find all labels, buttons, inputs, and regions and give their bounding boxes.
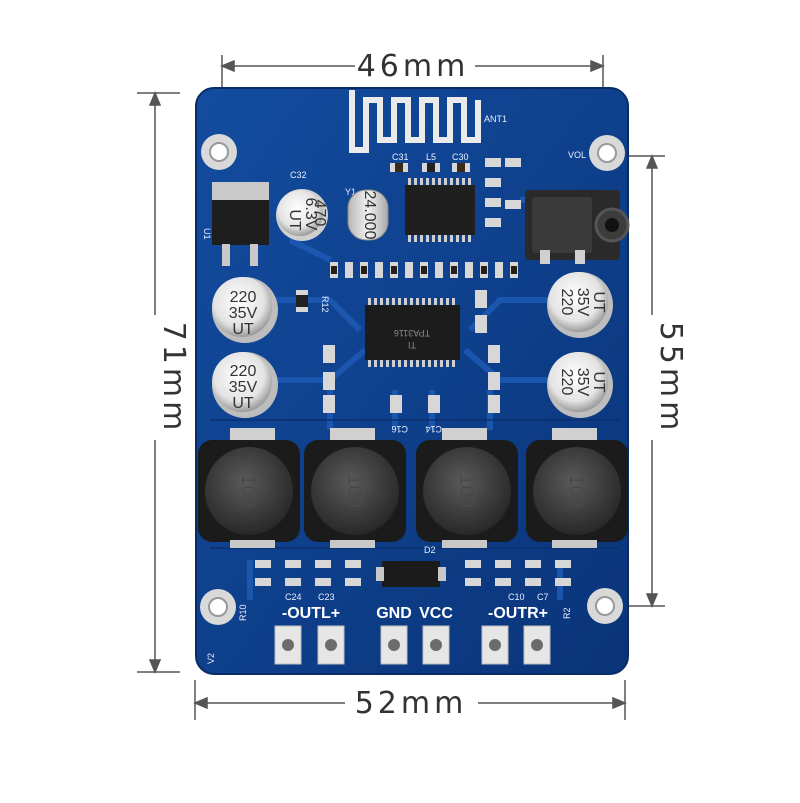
crystal-oscillator: 24.000 bbox=[347, 189, 389, 241]
antenna-label: ANT1 bbox=[484, 114, 507, 124]
pcb-antenna bbox=[349, 90, 481, 153]
label-outr: -OUTR+ bbox=[488, 605, 548, 622]
dimension-right bbox=[620, 154, 665, 608]
silk-c7: C7 bbox=[537, 592, 549, 602]
capacitor-c32: 470 bbox=[276, 189, 328, 241]
dimension-top-label: 46mm bbox=[357, 49, 470, 84]
cap-rb-1: 220 bbox=[558, 369, 575, 396]
solder-pad-outl-plus bbox=[317, 625, 345, 665]
silk-c14: C14 bbox=[425, 424, 442, 434]
dimension-bottom-label: 52mm bbox=[355, 686, 468, 721]
smd-components-mid bbox=[323, 290, 500, 413]
solder-pad-outr-plus bbox=[523, 625, 551, 665]
capacitor-left-bottom bbox=[212, 352, 278, 418]
dimension-right-label: 55mm bbox=[653, 322, 688, 435]
smd-components-bottom bbox=[255, 560, 571, 586]
silk-r10: R10 bbox=[238, 604, 248, 621]
chip-text-1: TPA3116 bbox=[394, 328, 430, 338]
cap-lb-2: 35V bbox=[229, 379, 258, 396]
silk-c31: C31 bbox=[392, 152, 409, 162]
silk-l5: L5 bbox=[426, 152, 436, 162]
solder-pad-gnd bbox=[380, 625, 408, 665]
label-outl: -OUTL+ bbox=[282, 605, 340, 622]
silk-c23: C23 bbox=[318, 592, 335, 602]
solder-pad-outr-minus bbox=[481, 625, 509, 665]
dimension-bottom bbox=[193, 680, 627, 720]
capacitor-left-top bbox=[212, 277, 278, 343]
cap-lt-3: UT bbox=[232, 321, 254, 338]
vol-label: VOL bbox=[568, 150, 586, 160]
cap-lt-2: 35V bbox=[229, 305, 258, 322]
silk-c32: C32 bbox=[290, 170, 307, 180]
smd-components-top bbox=[390, 158, 521, 227]
label-vcc: VCC bbox=[419, 605, 453, 622]
silk-r2: R2 bbox=[562, 607, 572, 619]
chip-text-2: TI bbox=[408, 340, 416, 350]
silk-c30: C30 bbox=[452, 152, 469, 162]
label-gnd: GND bbox=[376, 605, 412, 622]
smd-component-row bbox=[330, 262, 518, 278]
voltage-regulator bbox=[212, 182, 269, 266]
inductor-1 bbox=[198, 428, 300, 548]
resistor-r12 bbox=[296, 290, 308, 312]
capacitor-right-top bbox=[547, 272, 613, 338]
silk-y1: Y1 bbox=[345, 187, 356, 197]
cap-lb-1: 220 bbox=[230, 363, 257, 380]
mounting-hole bbox=[589, 135, 625, 171]
amplifier-chip bbox=[365, 298, 460, 367]
capacitor-right-bottom bbox=[547, 352, 613, 418]
inductor-3-value: 100 bbox=[455, 474, 477, 507]
silk-c10: C10 bbox=[508, 592, 525, 602]
mounting-hole bbox=[201, 134, 237, 170]
dimension-left-label: 71mm bbox=[156, 322, 191, 435]
inductor-2-value: 100 bbox=[343, 474, 365, 507]
bluetooth-chip bbox=[405, 178, 475, 242]
silk-c16: C16 bbox=[391, 424, 408, 434]
cap-lt-1: 220 bbox=[230, 289, 257, 306]
c32-text-3: UT bbox=[286, 209, 303, 231]
cap-rt-2: 35V bbox=[574, 288, 591, 317]
cap-rb-3: UT bbox=[590, 371, 607, 393]
c32-text-2: 6.3V bbox=[302, 198, 319, 231]
cap-rb-2: 35V bbox=[574, 368, 591, 397]
c32-text-1: 470 bbox=[311, 200, 328, 227]
audio-jack bbox=[525, 190, 630, 264]
cap-rt-1: 220 bbox=[558, 289, 575, 316]
solder-pad-vcc bbox=[422, 625, 450, 665]
silk-r12: R12 bbox=[320, 296, 330, 313]
version-label: V2 bbox=[206, 653, 216, 664]
inductor-4 bbox=[526, 428, 628, 548]
inductor-4-value: 100 bbox=[565, 474, 587, 507]
silk-d2: D2 bbox=[424, 545, 436, 555]
cap-lb-3: UT bbox=[232, 395, 254, 412]
inductor-1-value: 100 bbox=[237, 474, 259, 507]
cap-rt-3: UT bbox=[590, 291, 607, 313]
inductor-2 bbox=[304, 428, 406, 548]
silk-u1: U1 bbox=[202, 228, 212, 240]
dimension-top bbox=[220, 55, 605, 90]
dimension-left bbox=[137, 91, 180, 674]
crystal-text: 24.000 bbox=[361, 191, 378, 240]
mounting-hole bbox=[200, 589, 236, 625]
inductor-3 bbox=[416, 428, 518, 548]
diode-d2 bbox=[376, 561, 446, 587]
silk-c24: C24 bbox=[285, 592, 302, 602]
mounting-hole bbox=[587, 588, 623, 624]
solder-pad-outl-minus bbox=[274, 625, 302, 665]
